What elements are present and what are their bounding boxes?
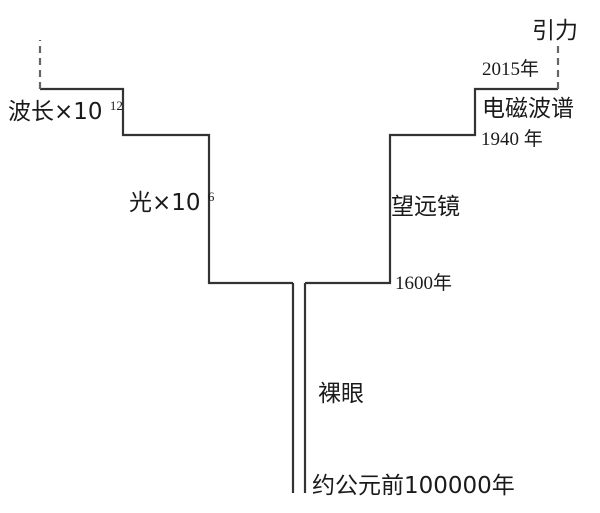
light-factor-exponent: 6: [208, 189, 215, 204]
trunk-naked-eye: [291, 283, 307, 493]
gravity-year-label: 2015年: [482, 58, 539, 80]
left-branch-step-line: [40, 87, 293, 285]
naked-eye-label: 裸眼: [318, 381, 364, 407]
telescope-year-label: 1600年: [395, 272, 452, 294]
em-spectrum-label: 电磁波谱: [482, 96, 574, 122]
telescope-label: 望远镜: [391, 194, 460, 220]
wavelength-factor-label: 波长×10 12: [8, 98, 123, 125]
wavelength-factor-base: 波长×10: [8, 99, 103, 125]
light-factor-label: 光×10 6: [129, 189, 215, 216]
wavelength-factor-exponent: 12: [110, 98, 123, 113]
em-year-label: 1940 年: [481, 128, 543, 150]
light-factor-base: 光×10: [129, 190, 201, 216]
start-era-label: 约公元前100000年: [312, 473, 515, 499]
right-branch-step-line: [305, 87, 558, 285]
gravity-label: 引力: [532, 18, 578, 44]
